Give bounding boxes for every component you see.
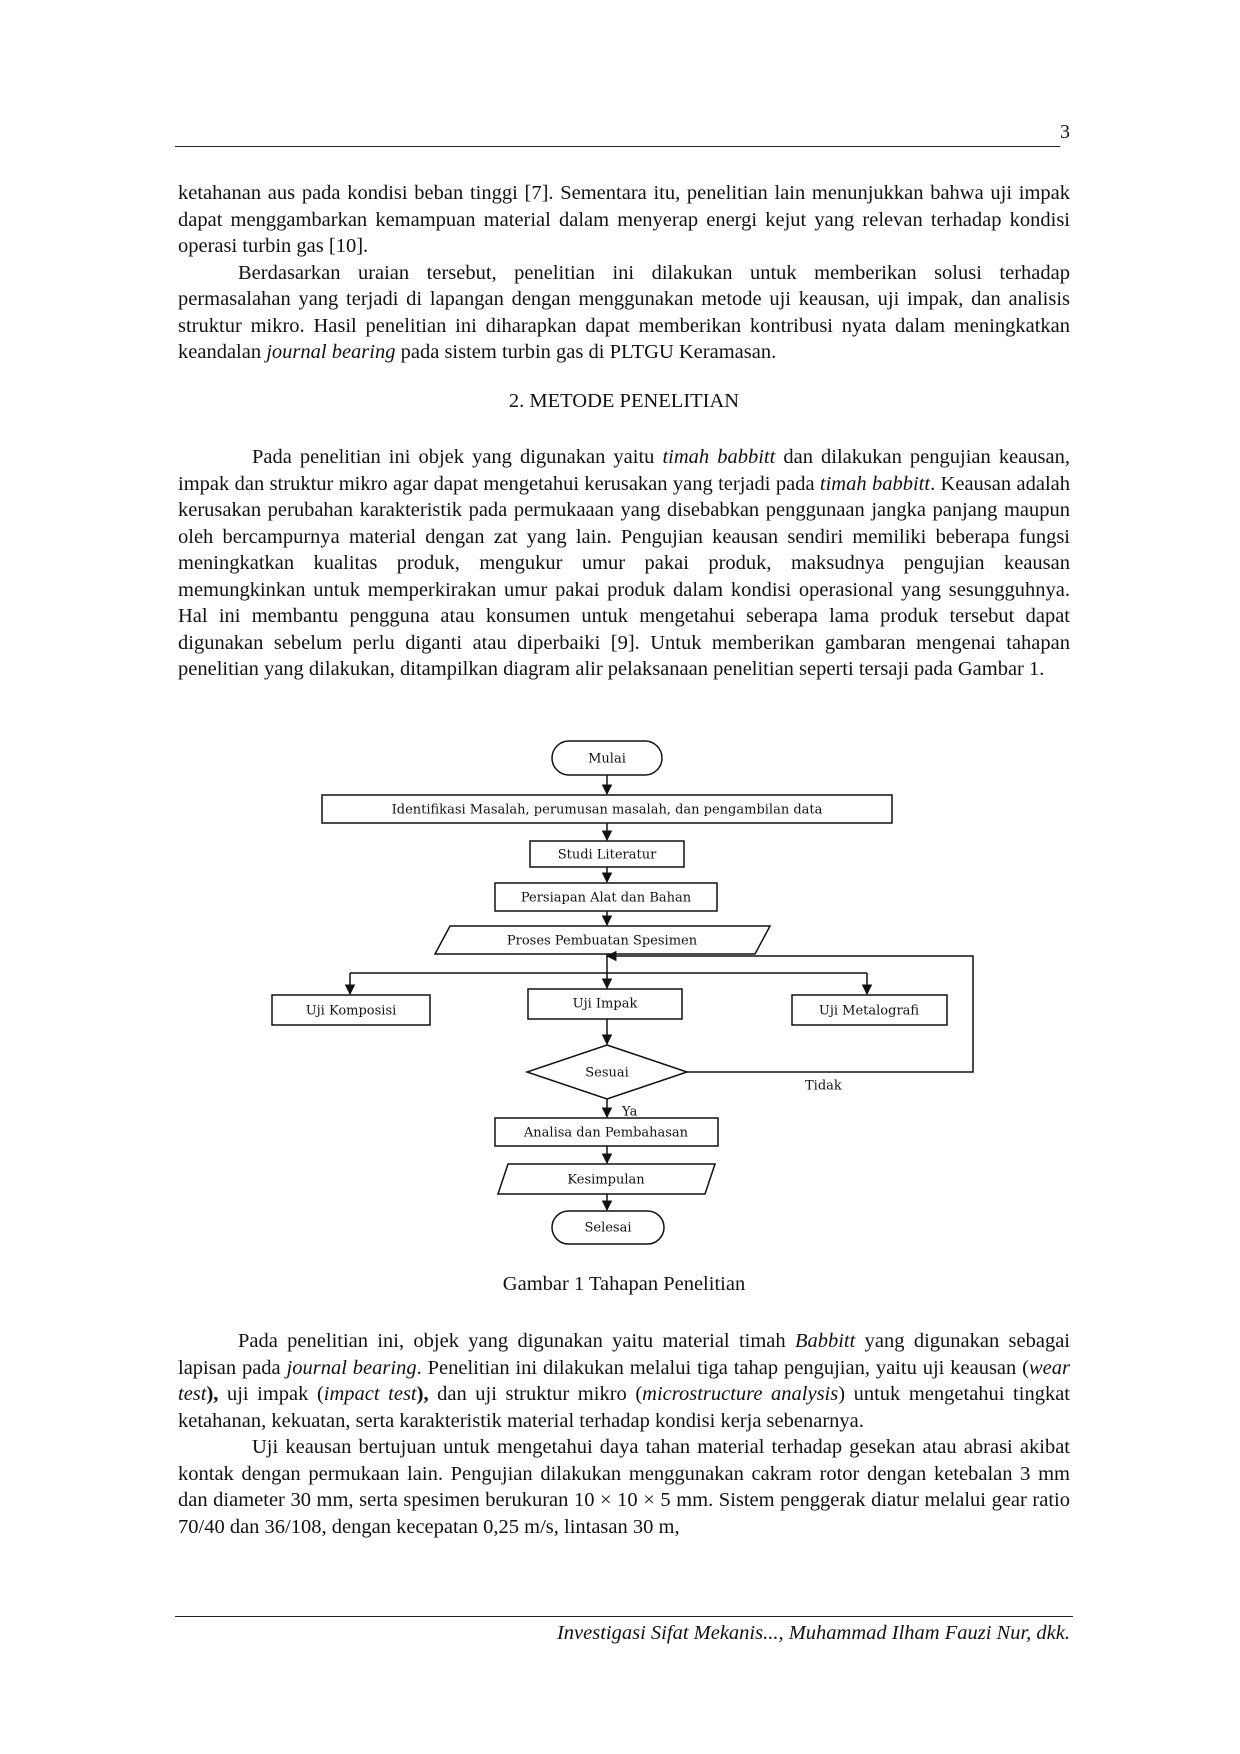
closing-paragraph-1: Pada penelitian ini, objek yang digunaka… [178,1330,1071,1432]
test-left-label: Uji Komposisi [306,1004,397,1019]
step1-label: Identifikasi Masalah, perumusan masalah,… [392,803,823,818]
closing-section: Pada penelitian ini, objek yang digunaka… [178,1328,1070,1540]
running-footer: Investigasi Sifat Mekanis..., Muhammad I… [556,1622,1070,1644]
step4-label: Proses Pembuatan Spesimen [507,934,698,949]
step2-label: Studi Literatur [558,848,657,863]
step6-parallelogram [496,1163,717,1195]
start-label: Mulai [588,752,626,767]
step5-label: Analisa dan Pembahasan [523,1126,689,1141]
header-rule [175,146,1060,147]
intro-section: ketahanan aus pada kondisi beban tinggi … [178,180,1070,366]
section-heading: 2. METODE PENELITIAN [508,390,740,412]
method-paragraph: Pada penelitian ini objek yang digunakan… [178,446,1070,680]
flowchart: Mulai Identifikasi Masalah, perumusan ma… [271,740,974,1245]
flowchart-figure: Mulai Identifikasi Masalah, perumusan ma… [250,730,990,1250]
test-mid-label: Uji Impak [573,997,638,1012]
figure-caption: Gambar 1 Tahapan Penelitian [502,1273,746,1295]
closing-paragraph-2: Uji keausan bertujuan untuk mengetahui d… [178,1436,1070,1538]
footer-rule [175,1616,1073,1617]
step3-label: Persiapan Alat dan Bahan [521,891,692,906]
end-label: Selesai [584,1221,631,1236]
intro-paragraph-1: ketahanan aus pada kondisi beban tinggi … [178,182,1070,257]
decision-label: Sesuai [585,1066,629,1081]
no-branch-label: Tidak [805,1079,842,1094]
test-right-label: Uji Metalografi [819,1004,920,1019]
method-section: Pada penelitian ini objek yang digunakan… [178,444,1070,683]
page-number: 3 [1060,121,1070,143]
step6-label: Kesimpulan [567,1173,645,1188]
yes-branch-label: Ya [621,1105,638,1120]
intro-paragraph-2: Berdasarkan uraian tersebut, penelitian … [178,261,1070,364]
step4-parallelogram [433,925,772,955]
